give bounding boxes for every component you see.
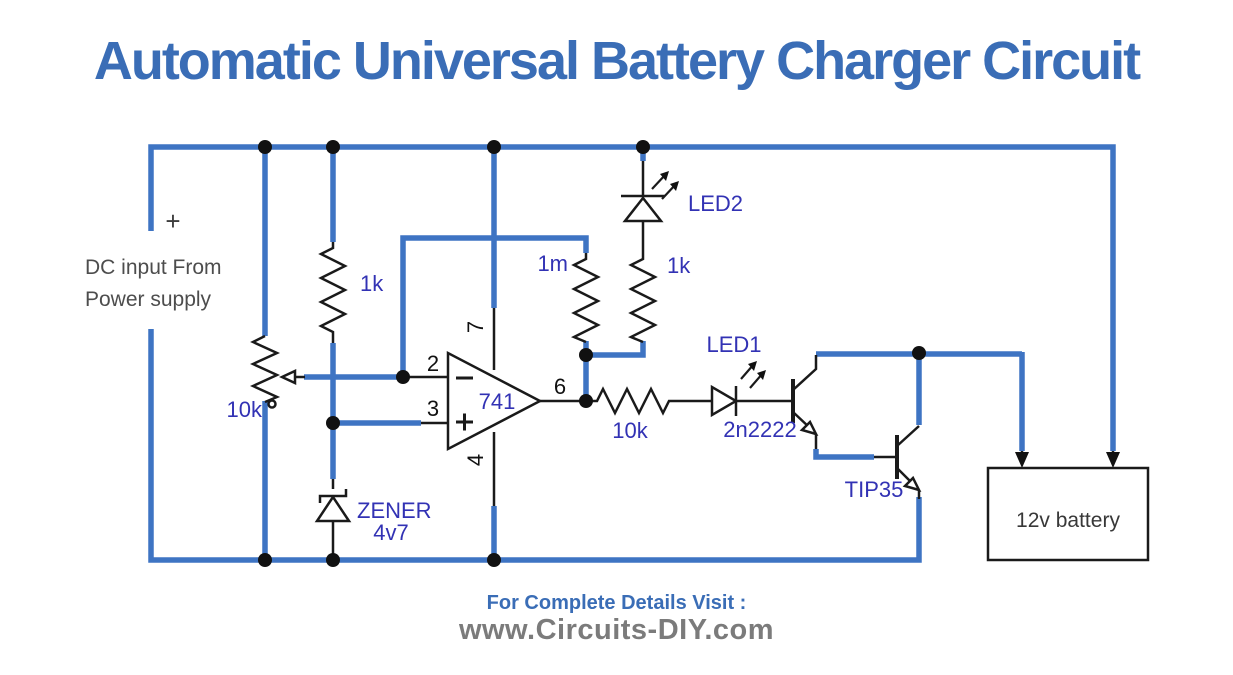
transistor-2n2222: 2n2222 [723,355,819,449]
opamp-label: 741 [479,389,516,414]
potentiometer-10k: 10k [227,334,305,422]
wiper-arrow [279,369,297,385]
emitter-base-link-wire [813,449,874,460]
pot-terminal-circle [267,399,277,409]
resistor-10k-output-label: 10k [612,418,648,443]
resistor-10k-output: 10k [590,386,712,443]
battery-box [986,466,1150,562]
battery-12v: 12v battery [986,451,1150,562]
noninverting-input-plus [456,413,473,431]
zener-diode-4v7: ZENER 4v7 [314,479,432,558]
pin2-label: 2 [427,351,439,376]
resistor-1k-led2: 1k [627,252,691,344]
resistor-1m-feedback: 1m [537,251,601,344]
led1: LED1 [706,332,793,418]
q1-collector [792,355,818,391]
led1-label: LED1 [706,332,761,357]
junction-dots [258,140,926,567]
resistor-1k-divider: 1k [318,242,384,343]
pin4-label: 4 [463,454,488,466]
zener-value-label: 4v7 [373,520,408,545]
page-title: Automatic Universal Battery Charger Circ… [93,31,1141,91]
led2: LED2 [621,161,743,252]
footer-website-url: www.Circuits-DIY.com [458,614,775,646]
battery-arrow-right [1106,452,1120,468]
transistor-tip35: TIP35 [845,425,922,502]
pin7-label: 7 [463,321,488,333]
collector-rail-wire [816,351,1025,451]
positive-rail-wire [148,144,1116,451]
pot-value-label: 10k [227,397,263,422]
q1-emitter-arrow [799,419,819,436]
source-label-line1: DC input From [85,256,222,279]
zener-name-label: ZENER [357,498,432,523]
q2-label: TIP35 [845,477,904,502]
battery-arrow-left [1015,452,1029,468]
plus-terminal-label: + [165,206,180,236]
led2-label: LED2 [688,191,743,216]
q2-emitter-arrow [902,475,922,492]
q2-collector [896,425,920,447]
resistor-1k-divider-label: 1k [360,271,384,296]
pin6-label: 6 [554,374,566,399]
opamp-741: 741 2 3 6 7 4 [405,308,590,506]
source-label-line2: Power supply [85,288,212,311]
negative-rail-wire [148,329,922,563]
dc-source: + DC input From Power supply [85,206,222,311]
q1-label: 2n2222 [723,417,796,442]
resistor-1k-led2-label: 1k [667,253,691,278]
footer-visit-text: For Complete Details Visit : [486,592,747,614]
battery-label: 12v battery [1016,509,1120,532]
pin3-label: 3 [427,396,439,421]
resistor-1m-label: 1m [537,251,568,276]
